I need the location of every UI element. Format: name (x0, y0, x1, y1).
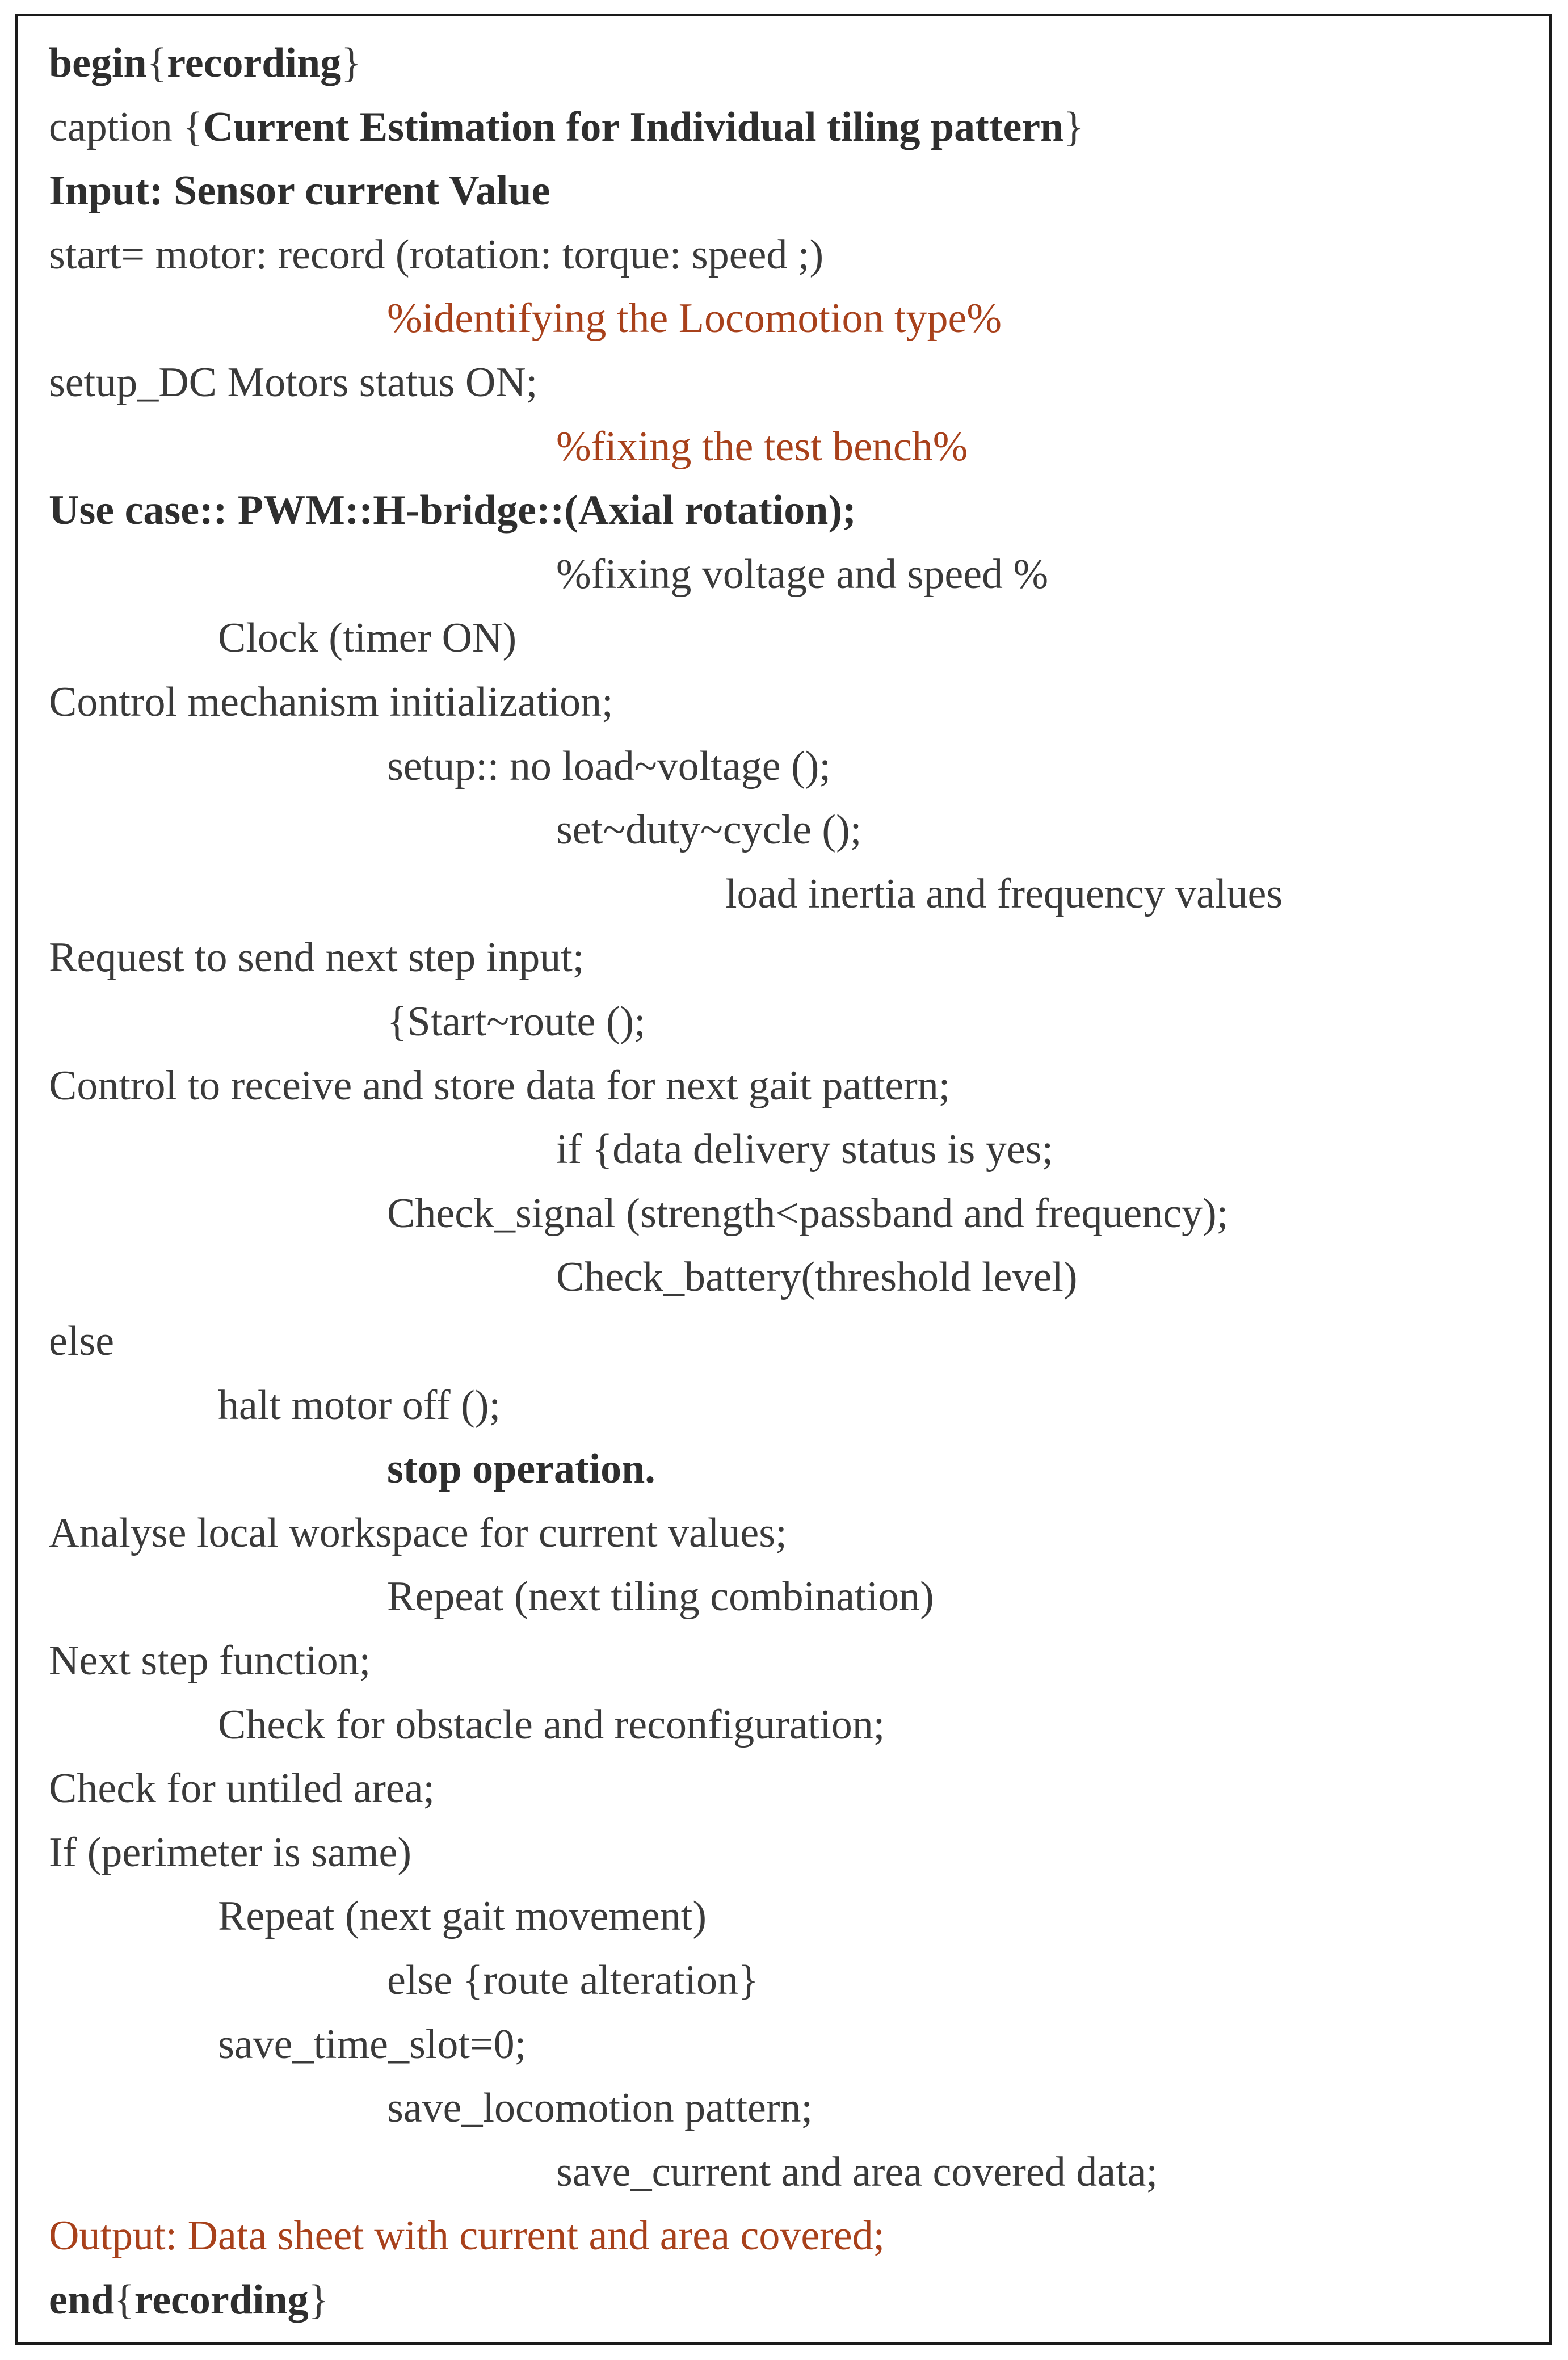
algorithm-box: begin{recording}caption {Current Estimat… (15, 14, 1552, 2345)
algorithm-line: Input: Sensor current Value (49, 167, 550, 215)
line-segment: end (49, 2277, 115, 2323)
line-segment: } (341, 40, 361, 86)
algorithm-line: caption {Current Estimation for Individu… (49, 95, 1084, 159)
line-segment: begin (49, 40, 147, 86)
algorithm-line: begin{recording} (49, 31, 361, 95)
line-segment: { (146, 40, 167, 86)
line-segment: Current Estimation for Individual tiling… (203, 103, 1064, 150)
algorithm-line: if {data delivery status is yes; (556, 1126, 1054, 1173)
algorithm-line: start= motor: record (rotation: torque: … (49, 231, 824, 278)
algorithm-line: else {route alteration} (387, 1957, 759, 2004)
algorithm-line: save_time_slot=0; (218, 2021, 527, 2068)
algorithm-line: Output: Data sheet with current and area… (49, 2212, 885, 2260)
algorithm-line: halt motor off (); (218, 1381, 501, 1429)
algorithm-line: else (49, 1318, 115, 1364)
algorithm-line: save_current and area covered data; (556, 2148, 1158, 2195)
algorithm-line: Check for obstacle and reconfiguration; (218, 1701, 885, 1748)
algorithm-line: Request to send next step input; (49, 934, 585, 981)
algorithm-line: Check_signal (strength<passband and freq… (387, 1190, 1229, 1237)
algorithm-line: Check_battery(threshold level) (556, 1254, 1078, 1301)
line-segment: { (114, 2277, 134, 2323)
algorithm-line: setup_DC Motors status ON; (49, 359, 538, 406)
algorithm-line: %fixing the test bench% (556, 423, 968, 470)
line-segment: recording (167, 40, 342, 86)
algorithm-line: Check for untiled area; (49, 1765, 435, 1812)
algorithm-line: Control mechanism initialization; (49, 679, 613, 725)
line-segment: } (308, 2277, 329, 2323)
algorithm-line: Clock (timer ON) (218, 615, 517, 662)
algorithm-line: If (perimeter is same) (49, 1829, 411, 1876)
algorithm-line: {Start~route (); (387, 998, 646, 1045)
algorithm-line: Repeat (next tiling combination) (387, 1573, 934, 1620)
algorithm-line: load inertia and frequency values (725, 870, 1283, 917)
algorithm-line: save_locomotion pattern; (387, 2085, 813, 2132)
line-segment: recording (134, 2277, 309, 2323)
algorithm-line: set~duty~cycle (); (556, 807, 862, 854)
line-segment: caption { (49, 103, 203, 150)
algorithm-line: stop operation. (387, 1446, 655, 1493)
algorithm-line: setup:: no load~voltage (); (387, 742, 831, 790)
algorithm-line: Control to receive and store data for ne… (49, 1062, 951, 1109)
line-segment: } (1063, 103, 1084, 150)
algorithm-line: Use case:: PWM::H-bridge::(Axial rotatio… (49, 487, 856, 534)
algorithm-line: end{recording} (49, 2268, 329, 2332)
algorithm-line: %identifying the Locomotion type% (387, 295, 1002, 342)
algorithm-line: Next step function; (49, 1637, 371, 1684)
algorithm-line: Repeat (next gait movement) (218, 1893, 707, 1940)
algorithm-line: %fixing voltage and speed % (556, 551, 1049, 598)
algorithm-line: Analyse local workspace for current valu… (49, 1509, 787, 1556)
